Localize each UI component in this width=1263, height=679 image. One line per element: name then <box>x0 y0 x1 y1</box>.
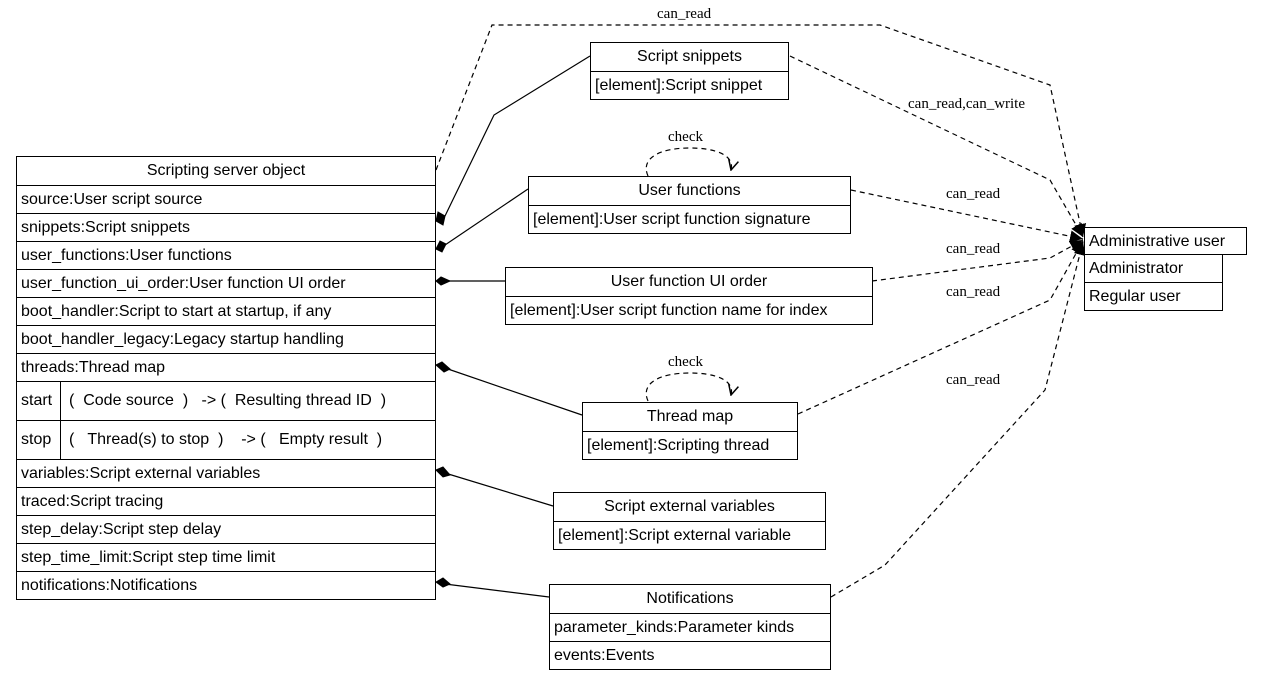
dependency-can-read-user-functions <box>850 189 1084 243</box>
attribute-row: step_time_limit:Script step time limit <box>17 543 435 571</box>
operation-input: Code source <box>83 392 174 409</box>
class-thread-map: Thread map [element]:Scripting thread <box>582 402 798 460</box>
attribute-row: [element]:Scripting thread <box>583 431 797 459</box>
attribute-row: notifications:Notifications <box>17 571 435 599</box>
attribute-row: user_function_ui_order:User function UI … <box>17 269 435 297</box>
attribute-row: snippets:Script snippets <box>17 213 435 241</box>
operation-arrow: -> <box>201 392 217 409</box>
class-title: Script snippets <box>637 48 742 65</box>
link-label-can-read-user-functions: can_read <box>946 186 1001 202</box>
class-title: Script external variables <box>604 498 775 515</box>
composition-diamond-snippets <box>435 211 446 226</box>
operation-arrow: -> <box>241 431 256 448</box>
link-label-check-user-functions: check <box>668 129 703 145</box>
dependency-can-read-threads <box>797 240 1084 415</box>
operation-name: start <box>17 382 61 420</box>
dependency-can-read-main <box>435 24 1087 238</box>
composition-diamond-user-functions <box>435 240 447 253</box>
operation-signature: ( Thread(s) to stop ) -> ( Empty result … <box>69 431 383 448</box>
class-administrative-user: Administrative user Administrator Regula… <box>1084 227 1247 311</box>
operation-input: Thread(s) to stop <box>87 431 210 448</box>
class-script-external-variables: Script external variables [element]:Scri… <box>553 492 826 550</box>
subclass-row: Administrator <box>1084 255 1223 283</box>
link-label-can-read-write: can_read,can_write <box>908 96 1026 112</box>
operation-signature: ( Code source ) -> ( Resulting thread ID… <box>69 392 387 409</box>
attribute-row: user_functions:User functions <box>17 241 435 269</box>
link-label-check-threads: check <box>668 354 703 370</box>
composition-link-notifications <box>444 583 550 598</box>
subclass-row: Regular user <box>1084 283 1223 311</box>
attribute-row: boot_handler:Script to start at startup,… <box>17 297 435 325</box>
class-title: Thread map <box>646 408 734 425</box>
class-title: User functions <box>638 182 741 199</box>
attribute-row: parameter_kinds:Parameter kinds <box>550 613 830 641</box>
class-title: Notifications <box>646 590 734 607</box>
attribute-row: [element]:Script external variable <box>554 521 825 549</box>
attribute-row: traced:Script tracing <box>17 487 435 515</box>
operation-output: Empty result <box>278 431 368 448</box>
attribute-row: [element]:Script snippet <box>591 71 788 99</box>
dependency-can-read-write-snippets <box>789 55 1084 238</box>
composition-diamond-threads <box>435 361 451 373</box>
operation-output: Resulting thread ID <box>234 392 372 409</box>
link-label-can-read-top: can_read <box>657 6 712 22</box>
composition-diamond-ui-order <box>435 276 452 286</box>
operation-name: stop <box>17 421 61 459</box>
class-script-snippets: Script snippets [element]:Script snippet <box>590 42 789 100</box>
attribute-row: [element]:User script function name for … <box>506 296 872 324</box>
class-user-function-ui-order: User function UI order [element]:User sc… <box>505 267 873 325</box>
attribute-row: threads:Thread map <box>17 353 435 381</box>
link-label-can-read-ui-order-2: can_read <box>946 284 1001 300</box>
attribute-row: boot_handler_legacy:Legacy startup handl… <box>17 325 435 353</box>
attribute-row: variables:Script external variables <box>17 459 435 487</box>
class-title: Administrative user <box>1084 227 1247 255</box>
attribute-row: events:Events <box>550 641 830 669</box>
operation-start: start ( Code source ) -> ( Resulting thr… <box>17 381 435 420</box>
composition-diamond-notifications <box>435 577 451 588</box>
self-dependency-check-user-functions <box>645 147 731 177</box>
composition-link-threads <box>444 367 583 416</box>
composition-link-snippets <box>444 55 591 217</box>
class-notifications: Notifications parameter_kinds:Parameter … <box>549 584 831 670</box>
class-scripting-server-object: Scripting server object source:User scri… <box>16 156 436 600</box>
link-label-can-read-notifications: can_read <box>946 372 1001 388</box>
composition-link-user-functions <box>444 188 529 246</box>
class-title: User function UI order <box>610 273 768 290</box>
dependency-can-read-notifications <box>830 241 1086 598</box>
self-dependency-check-threads <box>645 372 731 402</box>
attribute-row: [element]:User script function signature <box>529 205 850 233</box>
attribute-row: step_delay:Script step delay <box>17 515 435 543</box>
composition-link-variables <box>444 472 554 507</box>
link-label-can-read-ui-order-1: can_read <box>946 241 1001 257</box>
class-user-functions: User functions [element]:User script fun… <box>528 176 851 234</box>
class-title: Scripting server object <box>146 162 306 179</box>
operation-stop: stop ( Thread(s) to stop ) -> ( Empty re… <box>17 420 435 459</box>
composition-diamond-variables <box>435 466 451 478</box>
attribute-row: source:User script source <box>17 185 435 213</box>
